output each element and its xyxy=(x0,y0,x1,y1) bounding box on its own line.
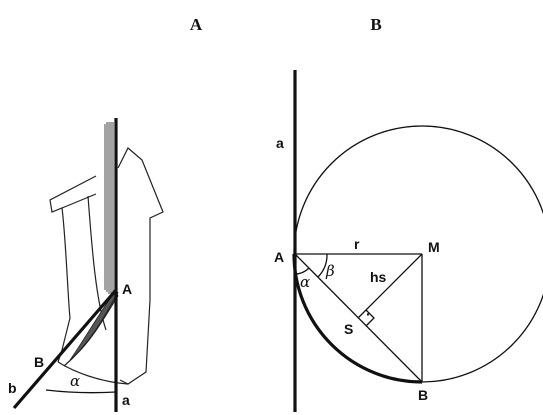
back-tooth-outline xyxy=(117,147,164,385)
panel-title-b: B xyxy=(370,15,381,34)
left-diagram: A B a b α xyxy=(8,118,164,412)
right-label-point-b: B xyxy=(418,387,428,403)
right-label-point-m: M xyxy=(428,239,440,255)
left-chord-ab xyxy=(51,289,117,365)
right-diagram: a A M S B r hs β α · xyxy=(274,70,543,412)
hatched-band xyxy=(104,122,114,298)
right-label-line-a: a xyxy=(276,135,284,151)
front-tooth-lower xyxy=(57,361,129,385)
arc-ab xyxy=(292,253,423,384)
left-label-angle-alpha: α xyxy=(70,372,80,390)
left-angle-arc xyxy=(45,389,117,394)
panel-title-a: A xyxy=(190,15,203,34)
left-label-point-a: A xyxy=(122,281,132,297)
right-label-angle-alpha: α xyxy=(300,273,310,291)
left-label-line-b: b xyxy=(8,380,17,396)
segment-hs xyxy=(357,253,423,319)
left-label-line-a: a xyxy=(122,392,130,408)
crescent-curve xyxy=(63,291,119,367)
right-label-angle-beta: β xyxy=(325,262,335,280)
right-label-point-s: S xyxy=(344,321,353,337)
left-label-point-b: B xyxy=(34,354,44,370)
angle-arc-beta xyxy=(317,253,328,278)
front-tooth-inner xyxy=(61,193,97,209)
right-label-point-a: A xyxy=(274,249,284,265)
angle-arc-alpha xyxy=(294,267,310,275)
right-label-radius: r xyxy=(354,236,360,252)
right-label-right-angle: · xyxy=(366,306,371,322)
hatched-crescent xyxy=(69,289,119,361)
right-label-hs: hs xyxy=(370,269,387,285)
right-angle-mark xyxy=(365,309,375,327)
